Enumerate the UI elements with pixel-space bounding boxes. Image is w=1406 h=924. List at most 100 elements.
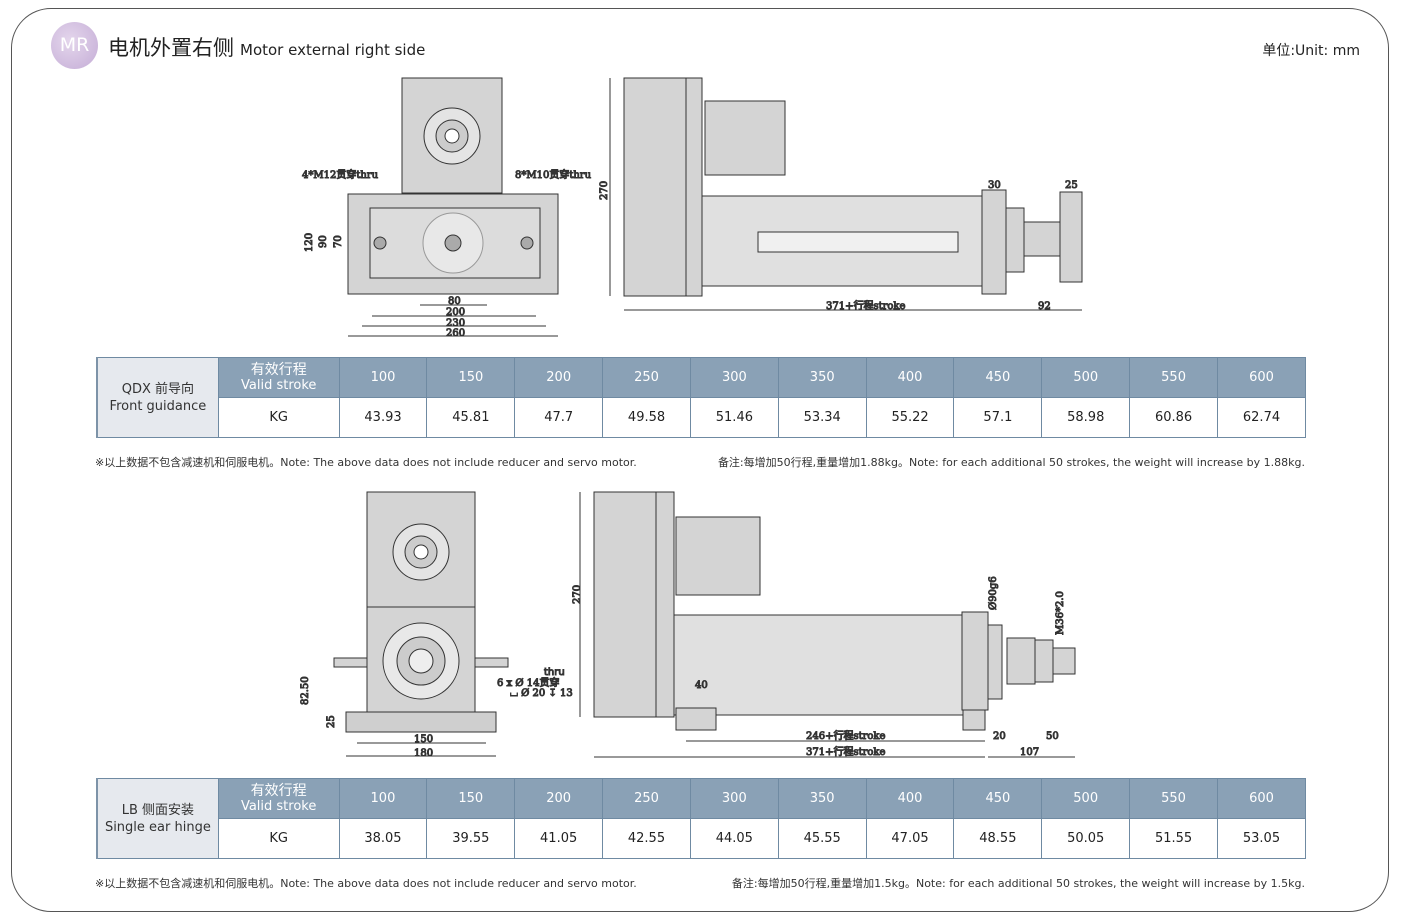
stroke-cell: 100 xyxy=(338,357,428,398)
svg-text:70: 70 xyxy=(333,235,344,248)
weight-cell: 60.86 xyxy=(1129,397,1218,438)
weight-cell: 55.22 xyxy=(865,397,955,438)
stroke-cell: 150 xyxy=(426,778,516,819)
svg-text:thru: thru xyxy=(544,667,565,678)
weight-cell: 53.34 xyxy=(777,397,867,438)
stroke-cell: 450 xyxy=(953,357,1043,398)
mr-badge: MR xyxy=(51,22,98,69)
stroke-cell: 300 xyxy=(689,357,779,398)
svg-text:⌴ Ø 20 ↧ 13: ⌴ Ø 20 ↧ 13 xyxy=(510,688,573,699)
weight-cell: 53.05 xyxy=(1216,818,1307,859)
side-view-lb: 270 Ø90g6 M36*2.0 40 246+行程stroke 371+行程… xyxy=(572,491,1076,759)
stroke-cell: 200 xyxy=(514,357,604,398)
svg-text:230: 230 xyxy=(446,318,465,329)
unit-label: 单位:Unit: mm xyxy=(1262,43,1360,59)
weight-cell: 50.05 xyxy=(1041,818,1131,859)
unit-cell: KG xyxy=(217,818,340,859)
note-left-2: ※以上数据不包含减速机和伺服电机。Note: The above data do… xyxy=(95,877,637,890)
weight-cell: 62.74 xyxy=(1217,397,1306,438)
front-view-lb: 82.50 25 150 180 thru 6 x Ø 14贯穿 ⌴ Ø 20 … xyxy=(300,491,573,760)
svg-text:8*M10贯穿thru: 8*M10贯穿thru xyxy=(515,168,592,181)
title-en: Motor external right side xyxy=(240,41,426,59)
stroke-cell: 500 xyxy=(1041,357,1131,398)
svg-text:82.50: 82.50 xyxy=(300,676,311,705)
stroke-cell: 600 xyxy=(1216,778,1307,819)
weight-cell: 51.55 xyxy=(1129,818,1218,859)
note-right-2: 备注:每增加50行程,重量增加1.5kg。Note: for each addi… xyxy=(731,877,1305,890)
svg-text:371+行程stroke: 371+行程stroke xyxy=(826,299,905,312)
weight-cell: 39.55 xyxy=(426,818,516,859)
svg-text:260: 260 xyxy=(446,328,465,339)
svg-text:270: 270 xyxy=(599,181,610,200)
svg-text:90: 90 xyxy=(318,235,329,248)
stroke-cell: 200 xyxy=(514,778,604,819)
svg-text:371+行程stroke: 371+行程stroke xyxy=(806,745,885,758)
svg-text:4*M12贯穿thru: 4*M12贯穿thru xyxy=(302,168,379,181)
page-title: 电机外置右侧 Motor external right side xyxy=(108,32,425,62)
weight-cell: 58.98 xyxy=(1041,397,1131,438)
svg-text:200: 200 xyxy=(446,307,465,318)
weight-cell: 45.81 xyxy=(426,397,516,438)
stroke-cell: 150 xyxy=(426,357,516,398)
weight-cell: 45.55 xyxy=(777,818,867,859)
stroke-cell: 400 xyxy=(865,357,955,398)
svg-text:M36*2.0: M36*2.0 xyxy=(1055,591,1066,635)
stroke-cell: 250 xyxy=(602,778,691,819)
stroke-cell: 450 xyxy=(953,778,1043,819)
unit-cell: KG xyxy=(217,397,340,438)
page-frame xyxy=(11,8,1389,912)
stroke-cell: 500 xyxy=(1041,778,1131,819)
stroke-cell: 350 xyxy=(777,357,867,398)
svg-text:40: 40 xyxy=(695,680,708,691)
weight-cell: 44.05 xyxy=(689,818,779,859)
weight-cell: 41.05 xyxy=(514,818,604,859)
weight-cell: 38.05 xyxy=(338,818,428,859)
svg-text:150: 150 xyxy=(414,734,433,745)
svg-text:107: 107 xyxy=(1020,747,1039,758)
svg-text:180: 180 xyxy=(414,748,433,759)
svg-text:120: 120 xyxy=(304,233,315,252)
stroke-cell: 250 xyxy=(602,357,691,398)
stroke-cell: 550 xyxy=(1129,357,1218,398)
svg-text:80: 80 xyxy=(448,296,461,307)
stroke-cell: 600 xyxy=(1217,357,1306,398)
svg-text:50: 50 xyxy=(1046,731,1059,742)
title-cn: 电机外置右侧 xyxy=(108,36,234,60)
svg-text:Ø90g6: Ø90g6 xyxy=(988,576,999,610)
weight-cell: 48.55 xyxy=(953,818,1043,859)
note-left-1: ※以上数据不包含减速机和伺服电机。Note: The above data do… xyxy=(95,456,637,469)
note-right-1: 备注:每增加50行程,重量增加1.88kg。Note: for each add… xyxy=(717,456,1305,469)
stroke-cell: 100 xyxy=(338,778,428,819)
svg-text:20: 20 xyxy=(993,731,1006,742)
weight-cell: 57.1 xyxy=(953,397,1043,438)
svg-text:25: 25 xyxy=(326,715,337,728)
svg-text:246+行程stroke: 246+行程stroke xyxy=(806,729,885,742)
table-weight-row: KG 38.05 39.55 41.05 42.55 44.05 45.55 4… xyxy=(97,818,1307,859)
side-view-qdx: 270 30 25 371+行程stroke 92 xyxy=(599,77,1083,313)
weight-cell: 42.55 xyxy=(602,818,691,859)
svg-text:270: 270 xyxy=(572,585,583,604)
weight-cell: 49.58 xyxy=(602,397,691,438)
table-weight-row: KG 43.93 45.81 47.7 49.58 51.46 53.34 55… xyxy=(97,397,1306,438)
svg-text:6 x Ø 14贯穿: 6 x Ø 14贯穿 xyxy=(497,676,559,689)
stroke-cell: 350 xyxy=(777,778,867,819)
weight-cell: 47.05 xyxy=(865,818,955,859)
svg-text:30: 30 xyxy=(988,180,1001,191)
svg-text:25: 25 xyxy=(1065,180,1078,191)
stroke-cell: 550 xyxy=(1129,778,1218,819)
weight-cell: 51.46 xyxy=(689,397,779,438)
weight-cell: 47.7 xyxy=(514,397,604,438)
svg-text:92: 92 xyxy=(1038,301,1051,312)
stroke-cell: 300 xyxy=(689,778,779,819)
front-view-qdx: 4*M12贯穿thru 8*M10贯穿thru 120 90 70 80 200… xyxy=(302,77,592,340)
